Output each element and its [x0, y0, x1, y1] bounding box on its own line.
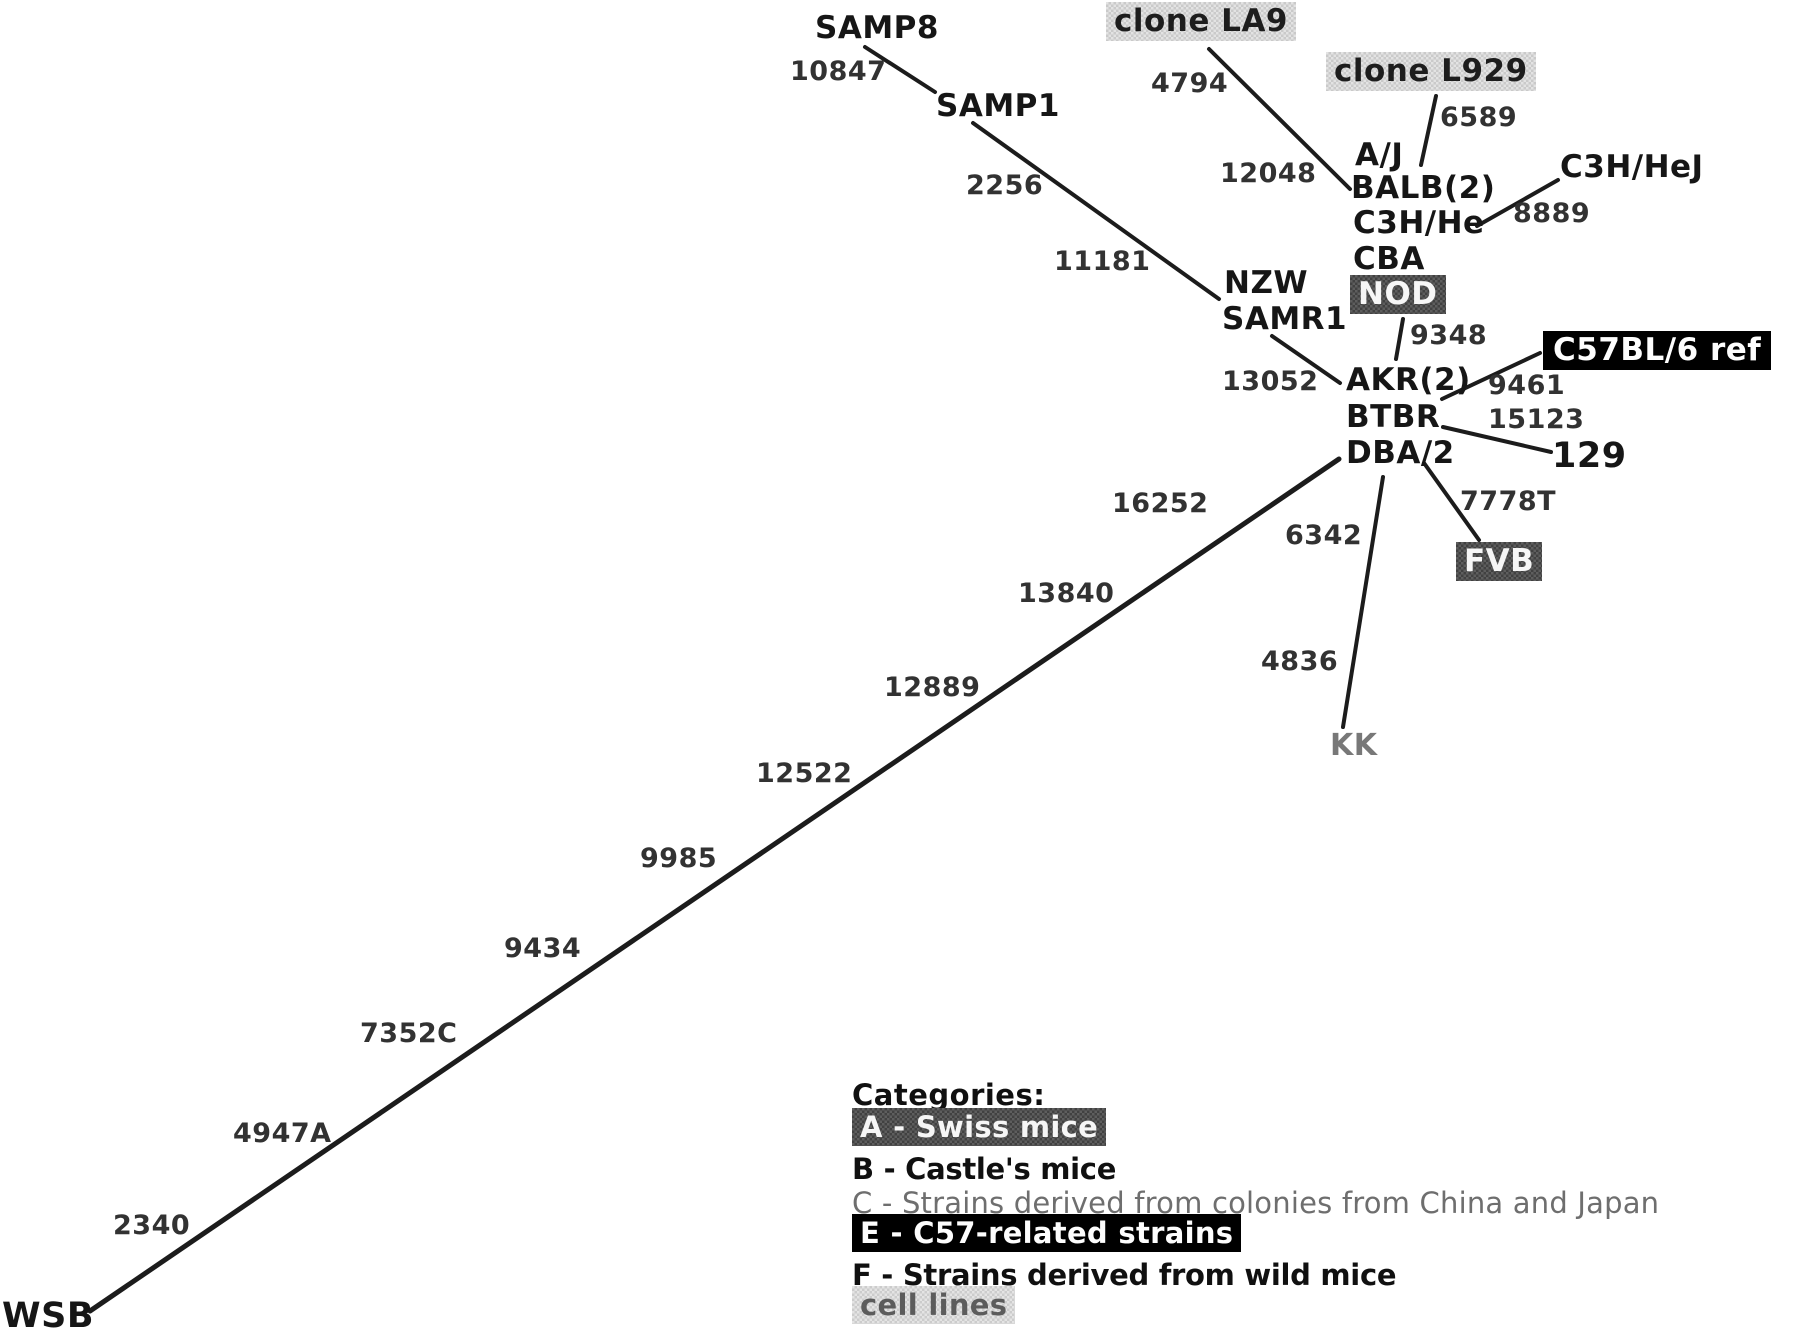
distance-label: 12522 — [756, 758, 853, 789]
distance-label: 8889 — [1513, 198, 1591, 229]
distance-label: 16252 — [1112, 488, 1209, 519]
legend-item-c57-related: E - C57-related strains — [852, 1214, 1242, 1252]
strain-label-nzw: NZW — [1224, 265, 1309, 301]
branch-c3h-he-c3h-hej — [1475, 178, 1560, 228]
strain-label-samp1: SAMP1 — [936, 88, 1060, 124]
branch-samp8-samp1 — [863, 45, 937, 94]
branch-clone-la9-balb2 — [1207, 47, 1352, 191]
legend-item-castles-mice: B - Castle's mice — [852, 1152, 1117, 1186]
strain-label-fvb: FVB — [1456, 542, 1543, 581]
branch-btbr-s129 — [1441, 425, 1553, 454]
branch-nod-akr2 — [1394, 317, 1405, 361]
distance-label: 13052 — [1222, 366, 1319, 397]
legend-item-china-japan-strains: C - Strains derived from colonies from C… — [852, 1186, 1660, 1220]
strain-label-akr2: AKR(2) — [1346, 362, 1471, 398]
distance-label: 4794 — [1151, 68, 1229, 99]
strain-label-dba2: DBA/2 — [1346, 435, 1455, 471]
strain-label-c3h-he: C3H/He — [1353, 205, 1485, 241]
strain-label-balb2: BALB(2) — [1351, 170, 1496, 206]
strain-label-s129: 129 — [1552, 436, 1627, 476]
distance-label: 6342 — [1285, 520, 1363, 551]
distance-label: 11181 — [1054, 246, 1151, 277]
distance-label: 12048 — [1220, 158, 1317, 189]
strain-label-kk: KK — [1330, 728, 1378, 763]
distance-label: 2256 — [966, 170, 1044, 201]
strain-label-c57bl6-ref: C57BL/6 ref — [1543, 331, 1772, 370]
distance-label: 9985 — [640, 843, 718, 874]
strain-label-c3h-hej: C3H/HeJ — [1560, 149, 1704, 185]
strain-label-a-j: A/J — [1355, 137, 1404, 173]
legend-item-wild-mice-strains: F - Strains derived from wild mice — [852, 1258, 1397, 1292]
legend: Categories: A - Swiss mice B - Castle's … — [852, 1078, 1800, 1336]
distance-label: 4836 — [1261, 646, 1339, 677]
branch-akr2-c57bl6-ref — [1440, 351, 1542, 401]
branch-samp1-nzw — [971, 121, 1221, 301]
legend-item-cell-lines: cell lines — [852, 1286, 1016, 1324]
distance-label: 9348 — [1410, 320, 1488, 351]
legend-item-swiss-mice: A - Swiss mice — [852, 1108, 1107, 1146]
distance-label: 15123 — [1488, 404, 1585, 435]
branch-dba2-fvb — [1422, 461, 1481, 542]
distance-label: 9461 — [1488, 370, 1566, 401]
branch-clone-l929-balb2 — [1419, 94, 1438, 167]
distance-label: 6589 — [1440, 102, 1518, 133]
branch-dba2-kk — [1341, 475, 1385, 729]
distance-label: 2340 — [113, 1210, 191, 1241]
strain-label-clone-l929: clone L929 — [1326, 52, 1536, 91]
distance-label: 9434 — [504, 933, 582, 964]
distance-label: 10847 — [790, 56, 887, 87]
branch-dba2-wsb — [87, 456, 1342, 1314]
distance-label: 7352C — [360, 1018, 458, 1049]
strain-label-btbr: BTBR — [1346, 399, 1441, 435]
distance-label: 12889 — [884, 672, 981, 703]
strain-label-samr1: SAMR1 — [1222, 301, 1348, 337]
strain-label-cba: CBA — [1353, 241, 1425, 277]
strain-label-samp8: SAMP8 — [815, 10, 939, 46]
distance-label: 13840 — [1018, 578, 1115, 609]
distance-label: 7778T — [1460, 486, 1557, 517]
strain-label-nod: NOD — [1350, 275, 1446, 314]
strain-label-wsb: WSB — [2, 1296, 94, 1336]
legend-title: Categories: — [852, 1078, 1046, 1112]
distance-label: 4947A — [233, 1118, 332, 1149]
strain-label-clone-la9: clone LA9 — [1106, 2, 1297, 41]
branch-samr1-akr2 — [1270, 334, 1342, 385]
